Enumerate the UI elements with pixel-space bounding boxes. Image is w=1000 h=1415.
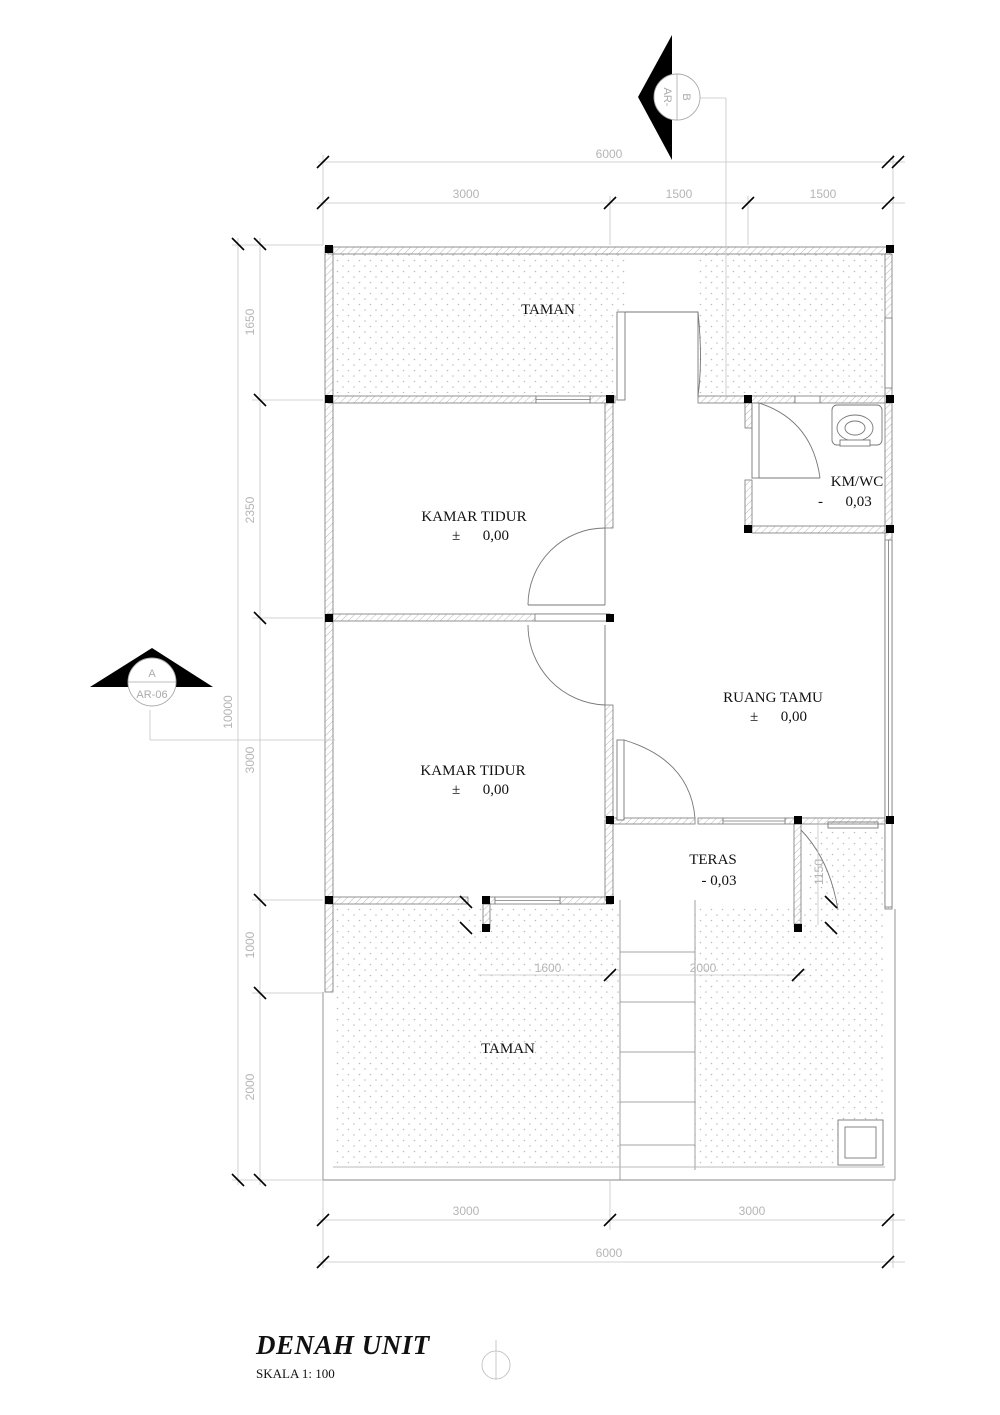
label-taman-top: TAMAN	[521, 302, 575, 318]
entry-steps	[619, 900, 696, 1180]
garden-fill	[333, 254, 885, 1167]
label-kamar-tidur-1: KAMAR TIDUR	[421, 509, 526, 525]
level-teras: - 0,03	[702, 873, 737, 889]
dim-inner-part-1: 1600	[535, 961, 562, 975]
dim-top-part-3: 1500	[810, 187, 837, 201]
section-marker-top: B AR-	[638, 35, 701, 160]
drawing-scale: SKALA 1: 100	[256, 1366, 335, 1381]
dim-left-part-5: 2000	[243, 1073, 257, 1100]
label-taman-bottom: TAMAN	[481, 1041, 535, 1057]
columns	[325, 245, 894, 932]
dim-bottom-total: 6000	[596, 1246, 623, 1260]
level-km-wc: - 0,03	[818, 494, 872, 510]
dim-left-part-2: 2350	[243, 496, 257, 523]
dimension-lines	[149, 97, 905, 1268]
level-kamar-tidur-2: ± 0,00	[452, 782, 509, 798]
dim-left-part-3: 3000	[243, 746, 257, 773]
dim-left-part-1: 1650	[243, 308, 257, 335]
dimension-ticks	[231, 155, 905, 1269]
section-top-sheet: AR-	[661, 88, 673, 107]
dim-teras-depth: 1150	[812, 859, 826, 885]
dim-top-total: 6000	[596, 147, 623, 161]
label-kamar-tidur-2: KAMAR TIDUR	[420, 763, 525, 779]
section-top-letter: B	[680, 93, 692, 100]
section-left-letter: A	[148, 668, 156, 680]
level-ruang-tamu: ± 0,00	[750, 709, 807, 725]
level-kamar-tidur-1: ± 0,00	[452, 528, 509, 544]
dim-inner-part-2: 2000	[690, 961, 717, 975]
dim-left-total: 10000	[221, 695, 235, 729]
label-km-wc: KM/WC	[831, 474, 884, 490]
dim-left-part-4: 1000	[243, 931, 257, 958]
drawing-title: DENAH UNIT	[256, 1330, 430, 1360]
garden-box-icon	[837, 1119, 884, 1166]
dim-top-part-2: 1500	[666, 187, 693, 201]
dim-bottom-part-2: 3000	[739, 1204, 766, 1218]
room-labels: TAMAN KAMAR TIDUR ± 0,00 KM/WC - 0,03 RU…	[420, 302, 883, 1057]
label-teras: TERAS	[689, 852, 737, 868]
dim-top-part-1: 3000	[453, 187, 480, 201]
doors	[527, 311, 879, 911]
section-marker-left: A AR-06	[90, 648, 213, 707]
section-left-sheet: AR-06	[136, 689, 167, 701]
toilet-icon	[831, 404, 883, 447]
site-boundary	[322, 909, 896, 1181]
label-ruang-tamu: RUANG TAMU	[723, 690, 823, 706]
dimension-texts: 6000 3000 1500 1500 10000 1650 2350 3000…	[221, 147, 837, 1260]
north-symbol-icon	[481, 1340, 511, 1380]
dim-bottom-part-1: 3000	[453, 1204, 480, 1218]
